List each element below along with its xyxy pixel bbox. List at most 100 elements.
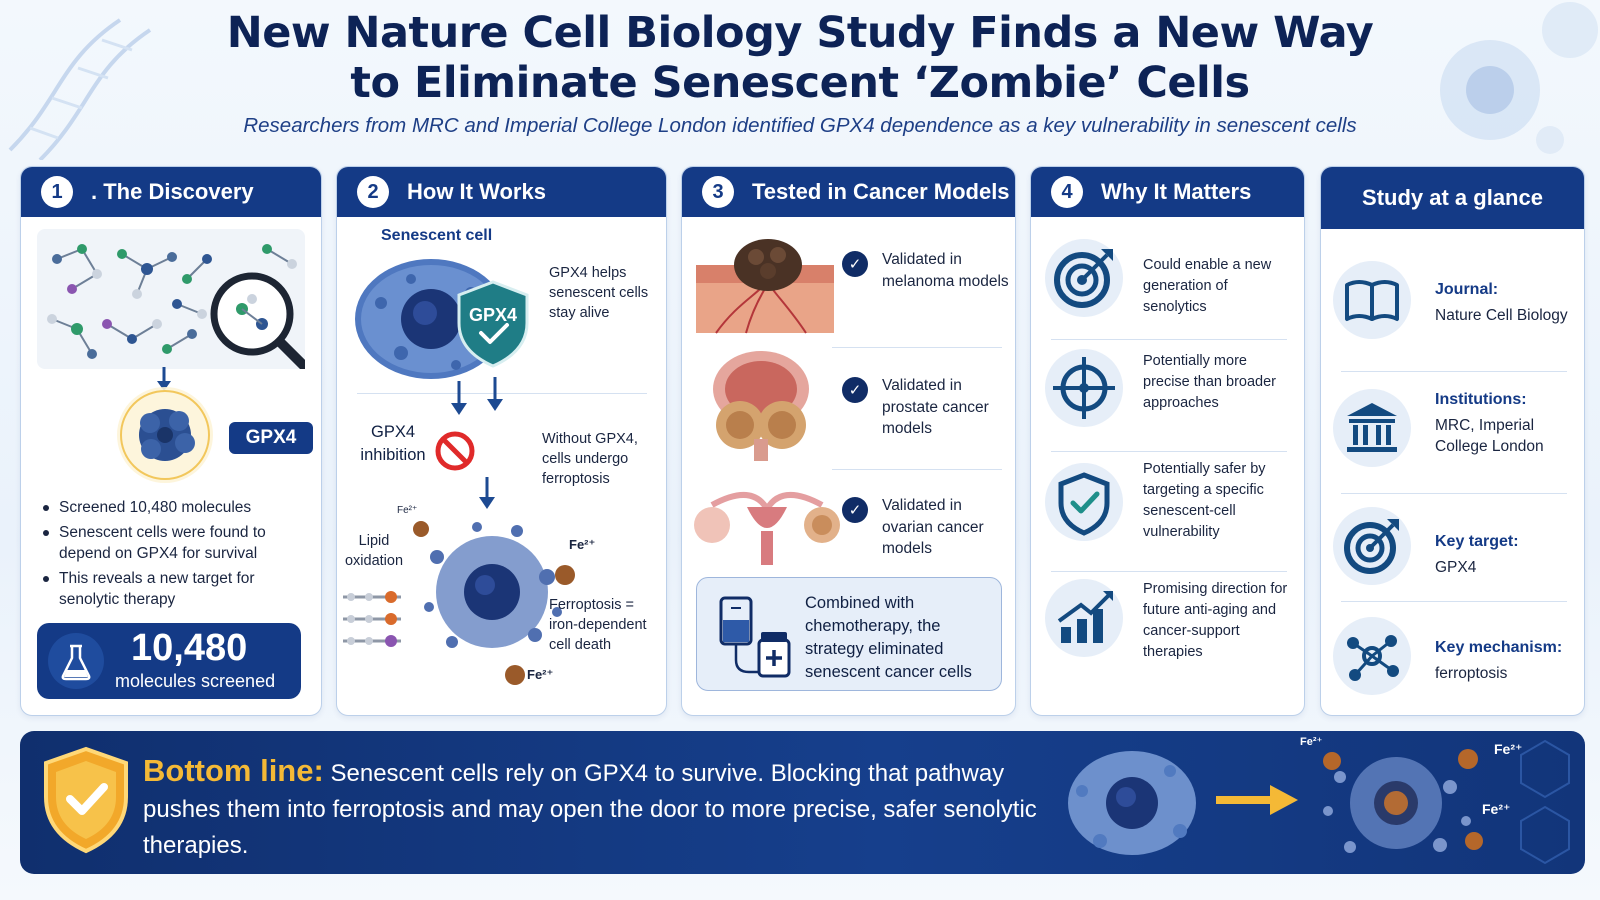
- shield-text: GPX4: [469, 305, 517, 325]
- gpx4-badge-label: GPX4: [245, 427, 297, 448]
- why-text: Potentially more precise than broader ap…: [1143, 353, 1276, 411]
- divider: [832, 469, 1002, 470]
- fe-label: Fe²⁺: [569, 537, 596, 552]
- panel-cancer-models: 3 Tested in Cancer Models ✓ Validated in…: [681, 166, 1016, 716]
- growth-chart-icon: [1045, 579, 1123, 657]
- why-text: Potentially safer by targeting a specifi…: [1143, 461, 1266, 540]
- divider: [1341, 371, 1567, 372]
- iron-particle-icon: [505, 665, 525, 685]
- combination-therapy-box: Combined with chemotherapy, the strategy…: [696, 577, 1002, 691]
- discovery-bullets: Screened 10,480 molecules Senescent cell…: [41, 497, 311, 614]
- fe-label: Fe²⁺: [527, 667, 554, 682]
- down-arrow-icon: [479, 477, 495, 509]
- bottom-line-banner: Bottom line: Senescent cells rely on GPX…: [20, 731, 1585, 874]
- gpx4-protein-icon: [117, 387, 213, 483]
- fe-label: Fe²⁺: [1482, 801, 1511, 817]
- list-item: This reveals a new target for senolytic …: [41, 568, 311, 610]
- panel-glance-header: Study at a glance: [1321, 167, 1584, 229]
- glance-label: Institutions:: [1435, 391, 1527, 408]
- down-arrows-icon: [451, 377, 503, 415]
- page-title-line-2: to Eliminate Senescent ‘Zombie’ Cells: [350, 58, 1250, 108]
- prostate-icon: [713, 351, 809, 461]
- step-number-2: 2: [357, 176, 389, 208]
- target-arrow-icon: [1045, 239, 1123, 317]
- stat-label: molecules screened: [115, 671, 276, 691]
- glance-label: Journal:: [1435, 281, 1499, 298]
- panel-how-header: 2 How It Works: [337, 167, 666, 217]
- gpx4-inhibition-label: GPX4 inhibition: [360, 423, 426, 464]
- panel-study-at-a-glance: Study at a glance Journal: Nature Cell B…: [1320, 166, 1585, 716]
- panel-glance-title: Study at a glance: [1362, 185, 1543, 210]
- molecules-magnifier-illustration: [37, 229, 305, 369]
- divider: [1051, 339, 1287, 340]
- bottom-line-lead: Bottom line:: [143, 753, 324, 788]
- gpx4-shield-icon: GPX4: [457, 280, 529, 368]
- senescent-cell-label: Senescent cell: [381, 227, 493, 244]
- glance-value: Nature Cell Biology: [1435, 307, 1568, 324]
- glance-label: Key mechanism:: [1435, 639, 1563, 656]
- lipid-chain-icon: [343, 591, 401, 647]
- list-item: Screened 10,480 molecules: [41, 497, 311, 518]
- fe-label: Fe²⁺: [397, 505, 418, 516]
- step-number-4: 4: [1051, 176, 1083, 208]
- check-text: Validated in melanoma models: [882, 251, 1009, 290]
- glance-label: Key target:: [1435, 533, 1519, 550]
- bottom-line-body: Senescent cells rely on GPX4 to survive.…: [143, 760, 1037, 859]
- institution-icon: [1333, 389, 1411, 467]
- fe-label: Fe²⁺: [1494, 741, 1523, 757]
- bottom-line-text: Bottom line: Senescent cells rely on GPX…: [143, 753, 1043, 864]
- shield-check-icon: [1045, 463, 1123, 541]
- fe-label: Fe²⁺: [1300, 736, 1323, 748]
- molecule-network-icon: [1333, 617, 1411, 695]
- glance-value: GPX4: [1435, 559, 1477, 576]
- check-text: Validated in ovarian cancer models: [882, 497, 984, 557]
- prohibited-icon: [435, 431, 475, 471]
- ferroptosis-cell-icon: [424, 522, 562, 648]
- page-title-line-1: New Nature Cell Biology Study Finds a Ne…: [226, 8, 1374, 58]
- divider: [1051, 571, 1287, 572]
- header: New Nature Cell Biology Study Finds a Ne…: [0, 8, 1600, 138]
- ferroptosis-definition: Ferroptosis = iron-dependent cell death: [549, 597, 647, 653]
- panel-how-title: How It Works: [407, 179, 546, 204]
- panel-how-it-works: 2 How It Works Senescent cell GPX4 GPX4 …: [336, 166, 667, 716]
- ferroptotic-cell-icon: [1323, 749, 1483, 853]
- why-text: Promising direction for future anti-agin…: [1143, 581, 1288, 660]
- gold-shield-check-icon: [44, 746, 128, 854]
- check-icon: ✓: [842, 251, 868, 277]
- divider: [1051, 451, 1287, 452]
- target-arrow-icon: [1333, 507, 1411, 585]
- down-arrow-icon: [157, 367, 171, 391]
- divider: [1341, 601, 1567, 602]
- step-number-1: 1: [41, 176, 73, 208]
- panel-discovery-header: 1 . The Discovery: [21, 167, 321, 217]
- gpx4-badge: GPX4: [229, 422, 313, 454]
- hexagon-pattern-decoration: [1520, 739, 1570, 865]
- without-gpx4-text: Without GPX4, cells undergo ferroptosis: [542, 431, 638, 487]
- book-icon: [1333, 261, 1411, 339]
- panel-cancer-title: Tested in Cancer Models: [752, 179, 1010, 204]
- panel-why-header: 4 Why It Matters: [1031, 167, 1304, 217]
- iron-particle-icon: [413, 521, 429, 537]
- check-text: Validated in prostate cancer models: [882, 377, 989, 437]
- check-icon: ✓: [842, 497, 868, 523]
- healthy-cell-icon: [1068, 751, 1196, 855]
- list-item: Senescent cells were found to depend on …: [41, 522, 311, 564]
- check-icon: ✓: [842, 377, 868, 403]
- panel-cancer-header: 3 Tested in Cancer Models: [682, 167, 1015, 217]
- page-subtitle: Researchers from MRC and Imperial Colleg…: [243, 114, 1357, 137]
- panel-discovery: 1 . The Discovery: [20, 166, 322, 716]
- flask-icon: [48, 633, 104, 689]
- divider: [832, 347, 1002, 348]
- divider: [1341, 493, 1567, 494]
- lipid-oxidation-label: Lipid oxidation: [344, 533, 404, 569]
- combination-text: Combined with chemotherapy, the strategy…: [805, 594, 972, 681]
- panel-why-title: Why It Matters: [1101, 179, 1252, 204]
- melanoma-skin-icon: [696, 239, 834, 334]
- crosshair-icon: [1045, 349, 1123, 427]
- panel-discovery-title: . The Discovery: [91, 179, 254, 204]
- stat-value: 10,480: [131, 627, 248, 669]
- divider: [357, 393, 647, 394]
- right-arrow-icon: [1216, 785, 1298, 815]
- glance-value: ferroptosis: [1435, 665, 1508, 682]
- panel-why-it-matters: 4 Why It Matters Could enable a new gene…: [1030, 166, 1305, 716]
